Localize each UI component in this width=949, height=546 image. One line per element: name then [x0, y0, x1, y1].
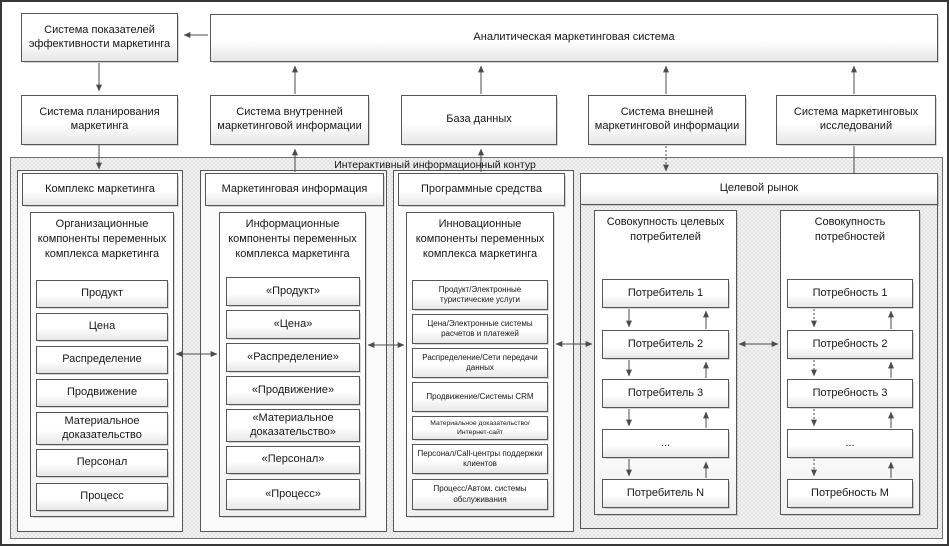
mix-item: Продвижение — [36, 379, 168, 407]
header-software: Программные средства — [398, 173, 565, 206]
panel-consumers-title: Совокупность целевых потребителей — [606, 216, 725, 243]
software-item: Продукт/Электронные туристические услуги — [412, 280, 548, 310]
software-item: Цена/Электронные системы расчетов и плат… — [412, 314, 548, 344]
mix-item: Персонал — [36, 449, 168, 477]
box-research-system: Система маркетинговых исследований — [776, 95, 936, 145]
box-planning-system: Система планирования маркетинга — [21, 95, 178, 145]
panel-org-components-title: Организационные компоненты переменных ко… — [37, 218, 167, 260]
info-item: «Продукт» — [226, 277, 360, 306]
panel-consumers: Совокупность целевых потребителей — [594, 210, 737, 515]
info-item: «Распределение» — [226, 343, 360, 372]
panel-innovation-components-title: Инновационные компоненты переменных комп… — [415, 218, 545, 260]
mix-item: Распределение — [36, 346, 168, 374]
interactive-contour-label: Интерактивный информационный контур — [334, 159, 536, 171]
header-marketing-mix: Комплекс маркетинга — [22, 173, 178, 206]
panel-info-components-title: Информационные компоненты переменных ком… — [228, 218, 357, 260]
software-item: Материальное доказательство/Интернет-сай… — [412, 416, 548, 440]
consumer-item: Потребитель 3 — [602, 379, 729, 408]
consumer-item: Потребитель 1 — [602, 279, 729, 308]
header-marketing-info: Маркетинговая информация — [205, 173, 384, 206]
header-target-market: Целевой рынок — [580, 173, 938, 205]
mix-item: Процесс — [36, 483, 168, 511]
need-item: Потребность 1 — [787, 279, 913, 308]
software-item: Продвижение/Системы CRM — [412, 382, 548, 412]
software-item: Распределение/Сети передачи данных — [412, 348, 548, 378]
need-item: Потребность 3 — [787, 379, 913, 408]
software-item: Персонал/Call-центры поддержки клиентов — [412, 444, 548, 474]
mix-item: Материальное доказательство — [36, 412, 168, 445]
need-item: Потребность 2 — [787, 330, 913, 359]
box-internal-info-system: Система внутренней маркетинговой информа… — [210, 95, 369, 145]
software-item: Процесс/Автом. системы обслуживания — [412, 479, 548, 510]
mix-item: Продукт — [36, 280, 168, 308]
info-item: «Персонал» — [226, 446, 360, 474]
panel-needs-title: Совокупность потребностей — [814, 216, 886, 243]
info-item: «Цена» — [226, 310, 360, 339]
need-item: Потребность М — [787, 479, 913, 508]
box-external-info-system: Система внешней маркетинговой информации — [588, 95, 746, 145]
box-database: База данных — [401, 95, 557, 145]
info-item: «Процесс» — [226, 479, 360, 510]
mix-item: Цена — [36, 313, 168, 341]
panel-needs: Совокупность потребностей — [780, 210, 920, 515]
info-item: «Материальное доказательство» — [226, 409, 360, 442]
consumer-item: Потребитель N — [602, 479, 729, 508]
info-item: «Продвижение» — [226, 376, 360, 405]
box-analytic-system: Аналитическая маркетинговая система — [210, 14, 938, 62]
box-indicators-system: Система показателей эффективности маркет… — [21, 13, 178, 62]
consumer-item: Потребитель 2 — [602, 330, 729, 359]
consumer-item: ... — [602, 429, 729, 458]
need-item: ... — [787, 429, 913, 458]
